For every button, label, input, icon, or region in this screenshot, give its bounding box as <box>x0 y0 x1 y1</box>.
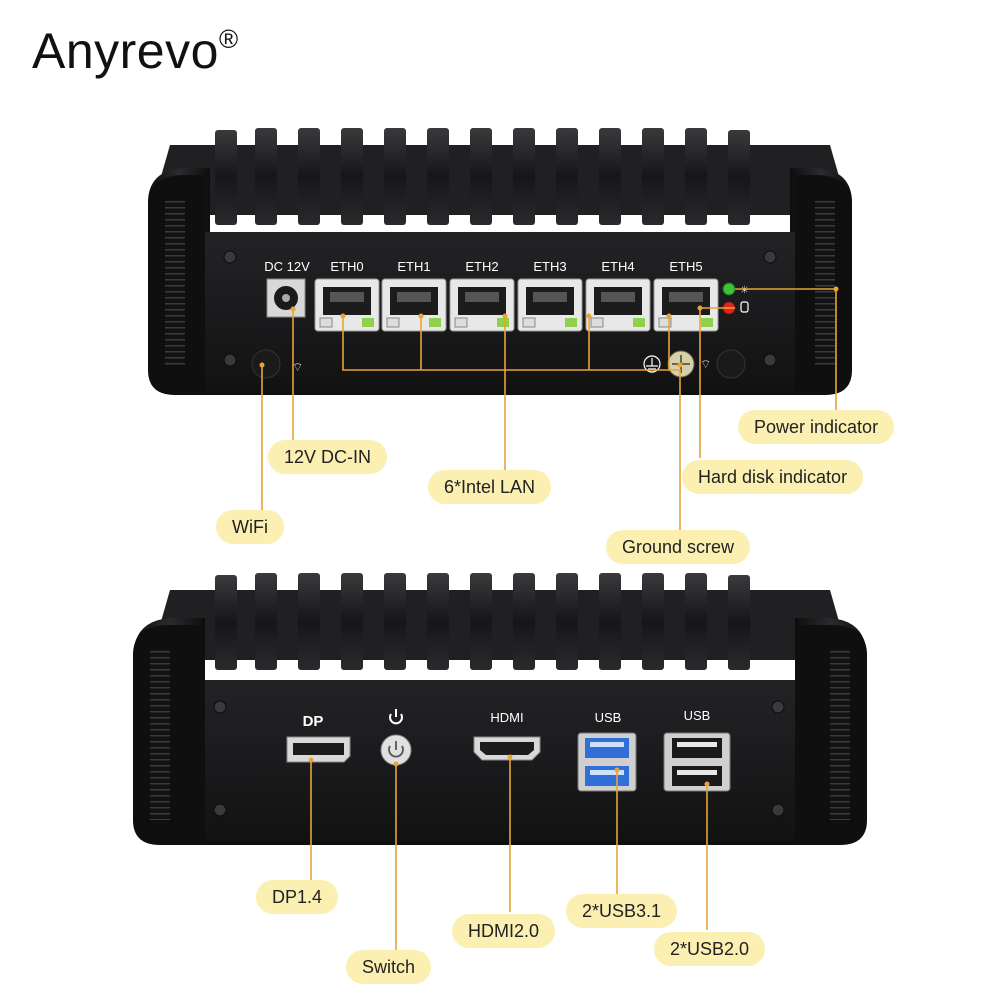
eth1-label: ETH1 <box>397 259 431 274</box>
eth3-port[interactable] <box>517 278 583 332</box>
usb31-ports[interactable] <box>577 732 637 792</box>
wifi-icon: ⌔ <box>700 357 711 371</box>
wifi-antenna-right <box>716 349 746 379</box>
callout-dc-in: 12V DC-IN <box>268 440 388 474</box>
wifi-icon: ⌔ <box>292 360 303 374</box>
eth0-port[interactable] <box>314 278 380 332</box>
brand-logo: Anyrevo® <box>32 22 239 80</box>
callout-switch: Switch <box>346 950 432 984</box>
callout-usb31: 2*USB3.1 <box>566 894 678 928</box>
bottom-unit <box>133 573 867 845</box>
eth4-label: ETH4 <box>601 259 635 274</box>
callout-dp: DP1.4 <box>256 880 339 914</box>
usb20-port-label: USB <box>683 708 711 723</box>
top-unit: ☀ ⌔ ⌔ <box>148 128 852 395</box>
eth0-label: ETH0 <box>330 259 364 274</box>
power-icon <box>389 713 403 725</box>
eth3-label: ETH3 <box>533 259 567 274</box>
disk-icon <box>740 301 749 313</box>
callout-power-indicator: Power indicator <box>738 410 895 444</box>
bottom-leader-lines <box>310 757 708 950</box>
eth5-label: ETH5 <box>669 259 703 274</box>
usb31-port-label: USB <box>594 710 622 725</box>
bottom-heatsink <box>150 573 850 670</box>
eth2-label: ETH2 <box>465 259 499 274</box>
eth1-port[interactable] <box>381 278 447 332</box>
wifi-antenna-left <box>251 349 281 379</box>
callout-usb20: 2*USB2.0 <box>654 932 766 966</box>
sun-icon: ☀ <box>740 285 749 296</box>
callout-hard-disk-indicator: Hard disk indicator <box>682 460 864 494</box>
brand-name: Anyrevo <box>32 23 219 79</box>
eth2-port[interactable] <box>449 278 515 332</box>
dp-port-label: DP <box>302 713 324 730</box>
eth4-port[interactable] <box>585 278 651 332</box>
dc-port-label: DC 12V <box>264 259 310 274</box>
hdmi-port-label: HDMI <box>490 710 524 725</box>
power-led <box>722 282 736 296</box>
callout-wifi: WiFi <box>216 510 284 544</box>
registered-mark: ® <box>218 24 239 54</box>
lan-ports <box>314 278 719 332</box>
usb20-ports[interactable] <box>663 732 731 792</box>
callout-ground-screw: Ground screw <box>606 530 751 564</box>
callout-lan: 6*Intel LAN <box>428 470 552 504</box>
callout-hdmi: HDMI2.0 <box>452 914 556 948</box>
top-heatsink <box>150 128 850 225</box>
eth5-port[interactable] <box>653 278 719 332</box>
